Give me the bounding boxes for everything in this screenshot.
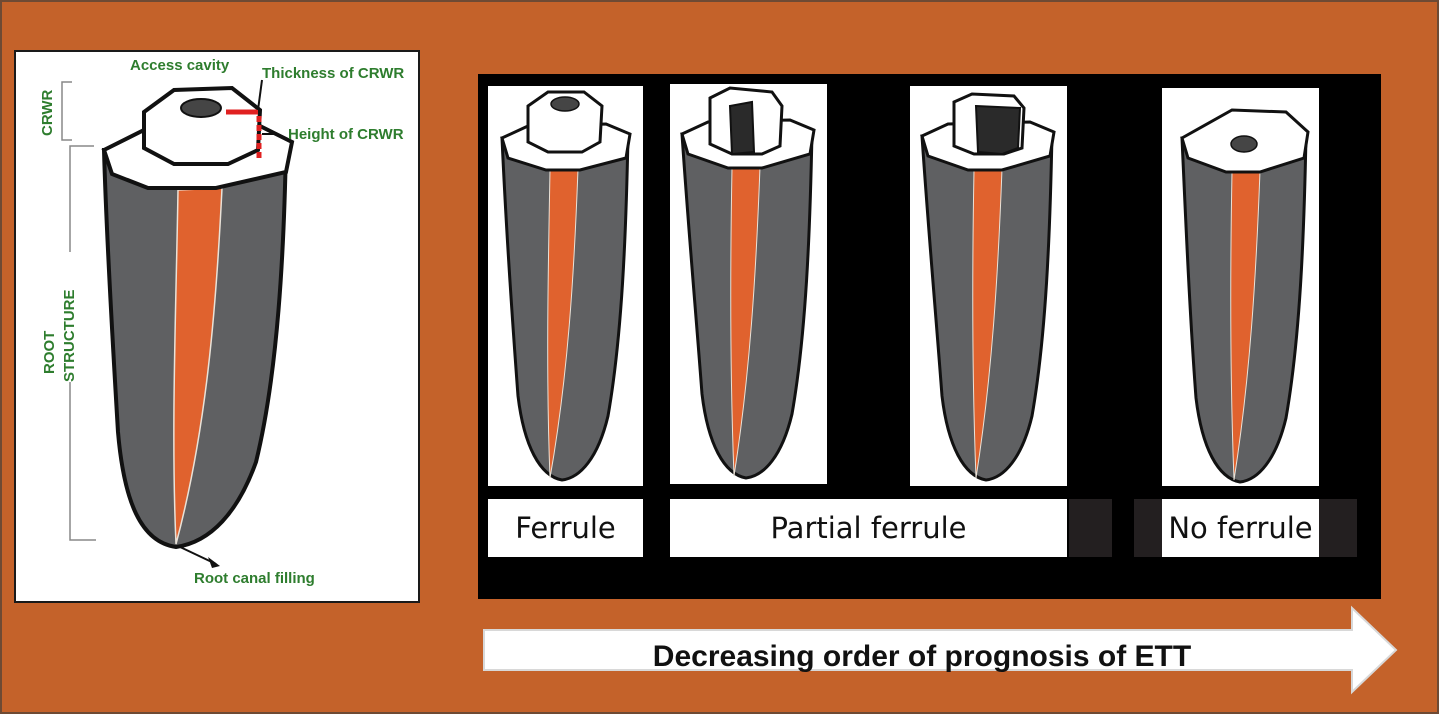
partial-ferrule-tooth-diagram-a <box>680 86 816 480</box>
crwr-label: CRWR <box>39 89 56 136</box>
height-label: Height of CRWR <box>288 126 404 143</box>
access-cavity-label: Access cavity <box>130 57 230 74</box>
no-ferrule-tooth-card <box>1162 88 1319 486</box>
thickness-label: Thickness of CRWR <box>262 65 404 82</box>
detail-tooth-panel: Access cavity Thickness of CRWR Height o… <box>14 50 420 603</box>
detail-tooth-diagram: Access cavity Thickness of CRWR Height o… <box>39 57 404 587</box>
thickness-pointer <box>257 79 263 111</box>
ferrule-tooth-card <box>488 86 643 486</box>
partial-ferrule-label: Partial ferrule <box>670 499 1067 557</box>
ferrule-tooth-diagram <box>500 90 632 482</box>
prognosis-arrow-label: Decreasing order of prognosis of ETT <box>652 640 1192 673</box>
ferrule-label: Ferrule <box>488 499 643 557</box>
no-ferrule-tooth-diagram <box>1180 108 1310 484</box>
root-canal-filling-arrowhead <box>208 557 220 568</box>
label-spacer-dark-left <box>1134 499 1162 557</box>
root-canal-filling-shape <box>173 187 223 545</box>
root-structure-label-line1: ROOT <box>41 331 58 374</box>
partial-ferrule-tooth-card-b <box>910 86 1067 486</box>
no-ferrule-label: No ferrule <box>1162 499 1319 557</box>
label-spacer-dark-right <box>1319 499 1357 557</box>
partial-ferrule-tooth-diagram-b <box>920 92 1056 482</box>
ferrule-comparison-panel: Ferrule Partial ferrule No ferrule <box>478 74 1381 599</box>
partial-ferrule-tooth-card-a <box>670 84 827 484</box>
prognosis-arrow <box>483 605 1398 695</box>
root-structure-label-line2: STRUCTURE <box>61 290 78 383</box>
crwr-bracket <box>61 81 72 141</box>
label-spacer-dark <box>1069 499 1112 557</box>
root-canal-filling-label: Root canal filling <box>194 570 315 587</box>
crwr-collar-shape <box>142 85 263 166</box>
access-cavity-shape <box>180 98 222 118</box>
